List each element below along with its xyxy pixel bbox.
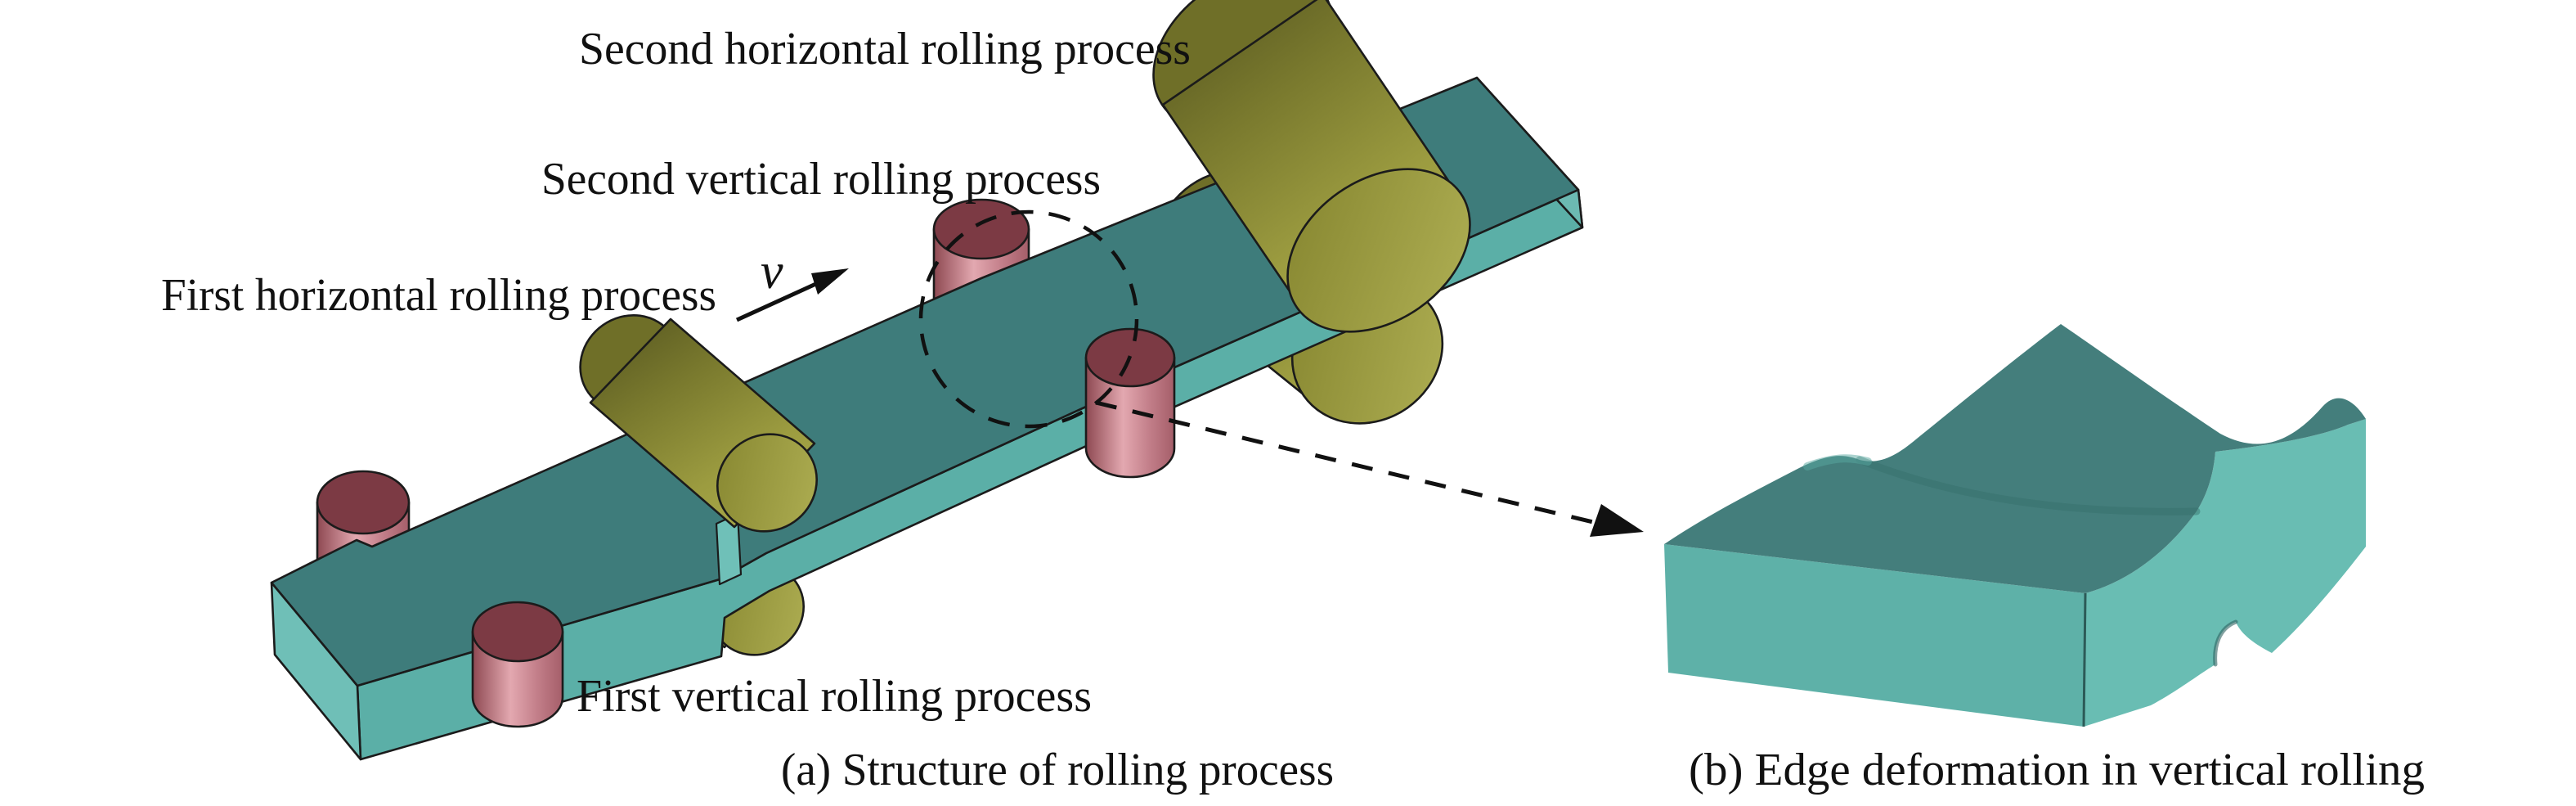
block-top-face bbox=[1664, 324, 2366, 593]
detail-circle bbox=[918, 209, 1139, 429]
velocity-arrowhead-icon bbox=[811, 268, 849, 295]
first-horizontal-roll-upper bbox=[579, 314, 819, 533]
roll-front-face bbox=[1286, 168, 1471, 333]
caption-panel-a: (a) Structure of rolling process bbox=[781, 745, 1334, 795]
leader-arrowhead-icon bbox=[1590, 504, 1644, 537]
velocity-line bbox=[735, 280, 821, 322]
panel-a: Second horizontal rolling process Second… bbox=[161, 0, 1644, 795]
panel-b: (b) Edge deformation in vertical rolling bbox=[1664, 324, 2425, 795]
label-second-vertical: Second vertical rolling process bbox=[541, 154, 1101, 205]
label-first-vertical: First vertical rolling process bbox=[577, 671, 1092, 722]
block-front-left-face bbox=[1664, 544, 2085, 727]
label-velocity: v bbox=[761, 244, 783, 299]
label-second-horizontal: Second horizontal rolling process bbox=[579, 24, 1191, 74]
block-front-corner-edge bbox=[2082, 592, 2087, 727]
leader-line bbox=[1095, 400, 1594, 525]
block-scallop-shade bbox=[2213, 619, 2238, 667]
velocity-arrow bbox=[735, 268, 849, 322]
detail-leader-arrow bbox=[1095, 400, 1644, 537]
second-horizontal-roll-upper bbox=[1152, 0, 1471, 333]
roll-front-face bbox=[716, 433, 819, 533]
roll-top-face bbox=[471, 601, 564, 663]
caption-panel-b: (b) Edge deformation in vertical rolling bbox=[1689, 745, 2425, 795]
block-right-face bbox=[2084, 419, 2366, 727]
first-vertical-roll-near bbox=[471, 601, 564, 728]
label-first-horizontal: First horizontal rolling process bbox=[161, 270, 716, 321]
block-valley-crease bbox=[1856, 456, 2201, 516]
roll-body bbox=[1084, 356, 1176, 479]
roll-top-face bbox=[316, 470, 411, 535]
roll-top-face bbox=[932, 198, 1030, 260]
block-edge-wave-highlight bbox=[1803, 454, 1872, 471]
second-vertical-roll-near bbox=[1084, 327, 1176, 479]
